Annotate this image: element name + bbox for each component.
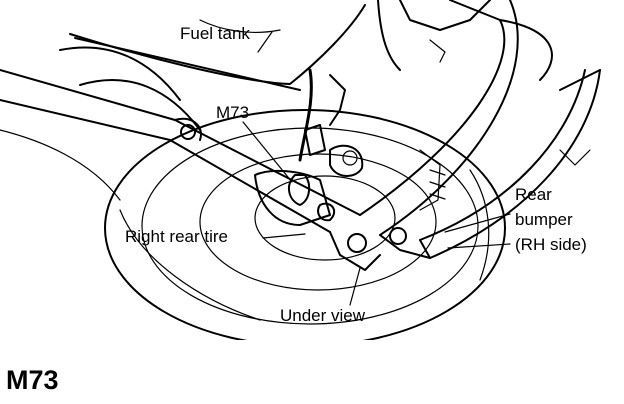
rear-bumper-label-line3: (RH side) xyxy=(515,235,587,254)
rear-tire-drawing xyxy=(104,109,506,340)
right-rear-tire-label: Right rear tire xyxy=(125,227,228,246)
m73-connector-label: M73 xyxy=(216,103,250,122)
suspension-arm-drawing xyxy=(0,46,361,233)
rear-bumper-label-line2: bumper xyxy=(515,210,573,229)
under-view-label: Under view xyxy=(280,306,366,325)
under-view-illustration xyxy=(0,0,601,340)
leader-lines xyxy=(242,31,511,306)
figure-code: M73 xyxy=(6,365,59,395)
fuel-tank-drawing xyxy=(69,0,491,91)
fuel-tank-label: Fuel tank xyxy=(180,24,250,43)
harness-drawing xyxy=(254,68,446,226)
rear-bumper-drawing xyxy=(329,0,601,271)
rear-bumper-label-line1: Rear xyxy=(515,185,552,204)
